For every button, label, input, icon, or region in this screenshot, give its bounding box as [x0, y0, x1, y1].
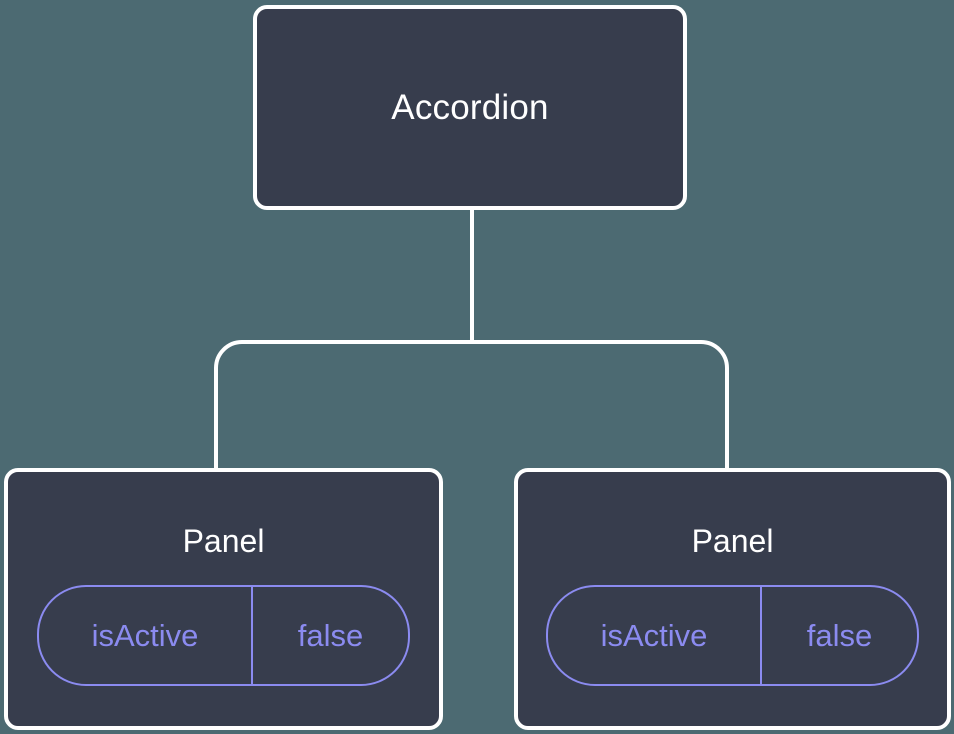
edge-to-panel-right	[472, 340, 729, 472]
node-panel-left-label: Panel	[182, 523, 265, 559]
prop-key-label: isActive	[91, 618, 199, 653]
node-panel-left[interactable]: Panel isActive false	[4, 468, 443, 730]
prop-pill-isactive-right[interactable]: isActive false	[546, 585, 919, 686]
prop-key-label: isActive	[600, 618, 708, 653]
prop-value-label: false	[251, 587, 408, 684]
prop-value-label: false	[760, 587, 917, 684]
node-accordion-label: Accordion	[391, 88, 549, 127]
node-panel-right[interactable]: Panel isActive false	[514, 468, 951, 730]
edge-to-panel-left	[214, 340, 472, 472]
node-accordion[interactable]: Accordion	[253, 5, 687, 210]
node-panel-right-label: Panel	[691, 523, 774, 559]
prop-pill-isactive-left[interactable]: isActive false	[37, 585, 410, 686]
